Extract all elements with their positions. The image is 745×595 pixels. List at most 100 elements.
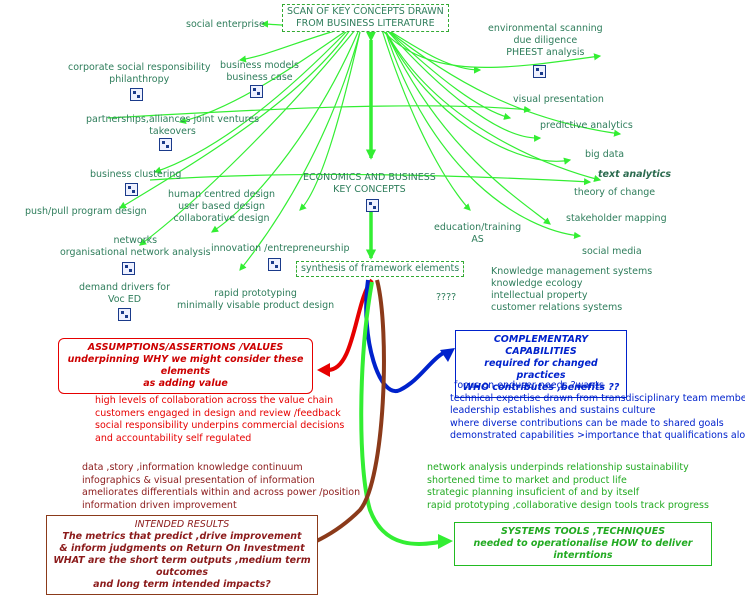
econ-line-1: ECONOMICS AND BUSINESS [303, 172, 436, 183]
map-icon[interactable] [366, 199, 379, 212]
tool-item: rapid prototyping ,collaborative design … [427, 499, 709, 511]
systems-line-2: needed to operationalise HOW to deliver … [473, 538, 693, 561]
node-visual-presentation: visual presentation [513, 94, 604, 105]
systems-tools-box: SYSTEMS TOOLS ,TECHNIQUES needed to oper… [454, 522, 712, 566]
map-icon[interactable] [122, 262, 135, 275]
demand-drivers-line-1: demand drivers for [79, 282, 171, 293]
networks-line-2: organisational network analysis [60, 247, 211, 258]
rapid-line-1: rapid prototyping [214, 288, 297, 299]
node-csr: corporate social responsibility philanth… [68, 62, 210, 86]
networks-line-1: networks [113, 235, 158, 246]
intended-line-2: The metrics that predict ,drive improvem… [62, 531, 302, 542]
tool-item: strategic planning insuficient of and by… [427, 487, 640, 499]
systems-title: SYSTEMS TOOLS ,TECHNIQUES [500, 526, 666, 537]
intended-line-4: WHAT are the short term outputs ,medium … [53, 555, 311, 578]
result-item: information driven improvement [82, 499, 237, 511]
node-synthesis: synthesis of framework elements [296, 261, 465, 277]
capability-item: demonstrated capabilities >importance th… [450, 430, 745, 442]
capability-item: technical expertise drawn from transdisc… [450, 392, 745, 404]
capability-item: focus on enduser needs ?wants [454, 380, 604, 391]
synthesis-green-arrow [359, 281, 453, 549]
intended-line-3: & inform judgments on Return On Investme… [59, 543, 305, 554]
partnerships-line-2: takeovers [149, 126, 196, 137]
node-rapid-prototyping: rapid prototyping minimally visable prod… [177, 288, 334, 312]
user-based-line: user based design [178, 201, 266, 212]
node-partnerships: partnerships,alliances joint ventures ta… [86, 114, 259, 138]
map-icon[interactable] [159, 138, 172, 151]
csr-line-2: philanthropy [109, 74, 170, 85]
env-line-2: due diligence [513, 35, 578, 46]
knowledge-list: Knowledge management systems knowledge e… [491, 266, 652, 314]
node-environmental-scanning: environmental scanning due diligence PHE… [488, 23, 603, 59]
map-icon[interactable] [268, 258, 281, 271]
env-line-3: PHEEST analysis [506, 47, 585, 58]
intended-results-box: INTENDED RESULTS The metrics that predic… [46, 515, 318, 595]
assumptions-list: high levels of collaboration across the … [95, 395, 344, 445]
map-icon[interactable] [250, 85, 263, 98]
human-centred-line: human centred design [168, 189, 276, 200]
node-innovation: innovation /entrepreneurship [211, 243, 350, 254]
node-stakeholder-mapping: stakeholder mapping [566, 213, 667, 224]
complementary-title: COMPLEMENTARY CAPABILITIES [493, 334, 589, 357]
assumptions-title: ASSUMPTIONS/ASSERTIONS /VALUES [87, 342, 284, 353]
business-models-line-2: business case [226, 72, 293, 83]
knowledge-item: knowledge ecology [491, 278, 583, 289]
result-item: infographics & visual presentation of in… [82, 474, 315, 486]
capability-item: where diverse contributions can be made … [450, 417, 724, 429]
capabilities-list: focus on enduser needs ?wants technical … [450, 380, 745, 443]
node-text-analytics: text analytics [598, 169, 672, 180]
node-push-pull: push/pull program design [25, 206, 147, 217]
node-economics: ECONOMICS AND BUSINESS KEY CONCEPTS [303, 172, 436, 196]
assumption-item: customers engaged in design and review /… [95, 407, 341, 419]
node-business-models: business models business case [220, 60, 299, 84]
node-social-media: social media [582, 246, 642, 257]
intended-line-5: and long term intended impacts? [93, 579, 271, 590]
knowledge-item: Knowledge management systems [491, 266, 653, 277]
node-demand-drivers: demand drivers for Voc ED [79, 282, 170, 306]
assumption-item: high levels of collaboration across the … [95, 395, 334, 406]
result-item: ameliorates differentials within and acr… [82, 487, 361, 499]
demand-drivers-line-2: Voc ED [107, 294, 142, 305]
results-list: data ,story ,information knowledge conti… [82, 462, 360, 512]
tool-item: shortened time to market and product lif… [427, 474, 627, 486]
assumptions-line-3: as adding value [143, 378, 228, 389]
assumptions-box: ASSUMPTIONS/ASSERTIONS /VALUES underpinn… [58, 338, 313, 394]
node-human-centred: human centred design user based design c… [168, 189, 275, 225]
knowledge-item: intellectual property [491, 290, 588, 301]
complementary-line-3: WHO contributes ,benefits ?? [462, 382, 620, 393]
partnerships-line-1: partnerships,alliances joint ventures [86, 114, 260, 125]
map-icon[interactable] [130, 88, 143, 101]
assumption-item: social responsibility underpins commerci… [95, 420, 345, 432]
scan-node: SCAN OF KEY CONCEPTS DRAWN FROM BUSINESS… [282, 4, 449, 32]
node-networks: networks organisational network analysis [60, 235, 211, 259]
node-education-training: education/training AS [434, 222, 521, 246]
complementary-line-2: required for changed practices [484, 358, 598, 381]
rapid-line-2: minimally visable product design [177, 300, 335, 311]
knowledge-item: customer relations systems [491, 302, 623, 313]
node-theory-of-change: theory of change [574, 187, 656, 198]
capability-item: leadership establishes and sustains cult… [450, 405, 656, 417]
tool-item: network analysis underpinds relationship… [427, 462, 689, 473]
node-predictive-analytics: predictive analytics [540, 120, 633, 131]
econ-line-2: KEY CONCEPTS [333, 184, 406, 195]
node-big-data: big data [585, 149, 625, 160]
map-icon[interactable] [533, 65, 546, 78]
csr-line-1: corporate social responsibility [68, 62, 211, 73]
intended-title: INTENDED RESULTS [134, 519, 230, 530]
education-line-2: AS [471, 234, 484, 245]
education-line-1: education/training [434, 222, 522, 233]
result-item: data ,story ,information knowledge conti… [82, 462, 303, 473]
scan-line-1: SCAN OF KEY CONCEPTS DRAWN [287, 6, 444, 17]
map-icon[interactable] [125, 183, 138, 196]
complementary-box: COMPLEMENTARY CAPABILITIES required for … [455, 330, 627, 398]
map-icon[interactable] [118, 308, 131, 321]
node-business-clustering: business clustering [90, 169, 182, 180]
collaborative-design-line: collaborative design [173, 213, 270, 224]
tools-list: network analysis underpinds relationship… [427, 462, 709, 512]
assumptions-line-2: underpinning WHY we might consider these… [67, 354, 304, 377]
assumption-item: and accountability self regulated [95, 432, 252, 444]
concept-connectors [107, 20, 622, 271]
scan-line-2: FROM BUSINESS LITERATURE [296, 18, 435, 29]
business-models-line-1: business models [220, 60, 299, 71]
